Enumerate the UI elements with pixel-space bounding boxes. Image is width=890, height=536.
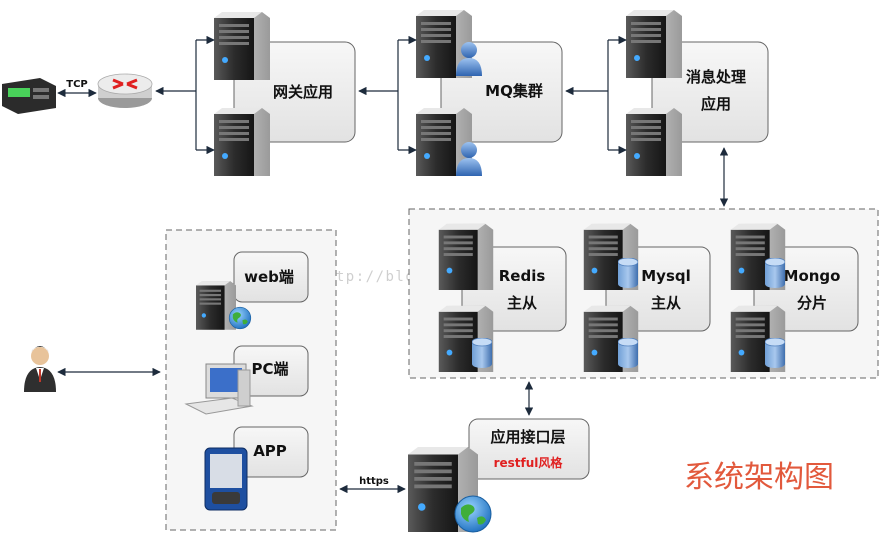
database-icon xyxy=(765,258,785,288)
redis-label-2: 主从 xyxy=(507,294,537,312)
person-icon xyxy=(24,346,56,392)
api-style-label: restful风格 xyxy=(494,455,564,470)
globe-icon xyxy=(454,495,492,533)
api-layer-node: 应用接口层 restful风格 xyxy=(408,418,590,533)
message-processing-label-1: 消息处理 xyxy=(686,68,746,86)
mysql-label-1: Mysql xyxy=(641,267,691,285)
device-icon xyxy=(2,78,56,114)
database-icon xyxy=(618,258,638,288)
globe-icon xyxy=(228,306,252,330)
router-icon xyxy=(97,73,153,108)
pda-icon xyxy=(204,447,248,511)
pc-client: PC端 xyxy=(184,345,309,415)
tcp-label: TCP xyxy=(66,79,88,90)
server-icon xyxy=(626,108,682,176)
pc-label: PC端 xyxy=(251,360,288,378)
mq-label: MQ集群 xyxy=(485,82,543,100)
https-label: https xyxy=(359,476,389,487)
redis-label-1: Redis xyxy=(499,267,546,285)
database-icon xyxy=(472,338,492,368)
mongo-label-1: Mongo xyxy=(784,267,841,285)
mongo-node: Mongo 分片 xyxy=(730,223,859,372)
mysql-label-2: 主从 xyxy=(651,294,681,312)
app-client: APP xyxy=(204,426,309,511)
app-label: APP xyxy=(253,442,287,460)
redis-node: Redis 主从 xyxy=(438,223,567,372)
server-icon xyxy=(214,12,270,80)
mq-node: MQ集群 xyxy=(416,10,563,176)
mysql-node: Mysql 主从 xyxy=(583,223,711,372)
diagram-title: 系统架构图 xyxy=(684,460,834,495)
web-label: web端 xyxy=(244,268,294,286)
database-icon xyxy=(618,338,638,368)
message-processing-node: 消息处理 应用 xyxy=(626,10,769,176)
server-icon xyxy=(214,108,270,176)
gateway-node: 网关应用 xyxy=(214,12,356,176)
top-connectors xyxy=(57,35,729,207)
mongo-label-2: 分片 xyxy=(797,294,827,312)
message-processing-label-2: 应用 xyxy=(701,95,731,113)
web-client: web端 xyxy=(196,251,309,330)
server-icon xyxy=(626,10,682,78)
server-icon xyxy=(438,223,494,290)
database-icon xyxy=(765,338,785,368)
pc-icon xyxy=(184,363,254,415)
gateway-label: 网关应用 xyxy=(273,83,333,101)
api-layer-label: 应用接口层 xyxy=(490,428,565,446)
